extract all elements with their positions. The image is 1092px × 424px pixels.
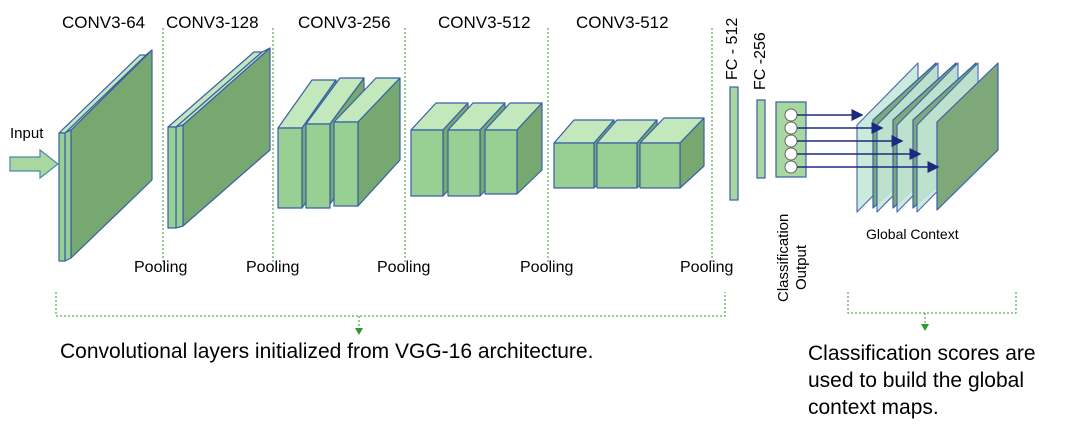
pooling-label: Pooling (134, 259, 188, 276)
layer-title-conv3-512-a: CONV3-512 (438, 13, 531, 32)
pooling-label: Pooling (246, 259, 300, 276)
conv64-block (58, 49, 153, 262)
classification-output-label-line1: Classification (775, 213, 792, 302)
layer-title-conv3-64: CONV3-64 (62, 13, 146, 32)
conv512-block-1 (410, 102, 543, 197)
fc256-label: FC -256 (752, 32, 769, 90)
layer-title-conv3-128: CONV3-128 (166, 13, 259, 32)
classification-arrows (797, 109, 940, 173)
conv128-block (167, 47, 271, 229)
input-arrow (9, 148, 59, 180)
classification-output-box (775, 101, 807, 178)
pooling-label: Pooling (377, 259, 431, 276)
global-brace-arrow (921, 324, 929, 331)
fc512-layer (729, 86, 739, 201)
global-context-label: Global Context (866, 226, 959, 242)
global-caption-line1: Classification scores are (808, 342, 1036, 365)
layer-title-conv3-256: CONV3-256 (298, 13, 391, 32)
conv-caption: Convolutional layers initialized from VG… (60, 340, 594, 363)
pooling-label: Pooling (680, 259, 734, 276)
conv512-block-2 (553, 117, 705, 189)
layer-title-conv3-512-b: CONV3-512 (576, 13, 669, 32)
fc256-layer (756, 99, 766, 179)
global-caption: Classification scores are used to build … (808, 340, 1092, 421)
global-caption-line3: context maps. (808, 396, 939, 419)
conv-layers-brace (55, 292, 726, 330)
global-context-brace (847, 292, 1017, 326)
conv-brace-arrow (355, 328, 363, 335)
layer-separators (162, 28, 713, 262)
pooling-label: Pooling (520, 259, 574, 276)
global-caption-line2: used to build the global (808, 369, 1024, 392)
global-context-maps (856, 62, 999, 213)
conv256-block (277, 77, 401, 209)
input-label: Input (10, 125, 44, 142)
classification-output-label-line2: Output (793, 244, 810, 290)
fc512-label: FC - 512 (724, 17, 741, 80)
